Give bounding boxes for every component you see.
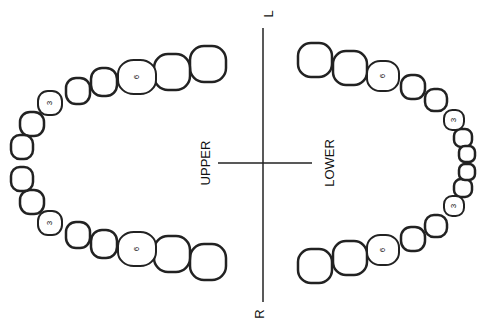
tooth-number: 6 xyxy=(133,247,141,251)
numbered-tooth: 3 xyxy=(443,195,465,217)
tooth-number: 6 xyxy=(133,75,141,79)
side-label: L xyxy=(262,10,275,17)
numbered-tooth: 6 xyxy=(117,59,157,95)
numbered-tooth: 6 xyxy=(366,60,400,92)
arch-label: UPPER xyxy=(199,141,212,186)
tooth-number: 3 xyxy=(450,204,458,208)
numbered-tooth: 3 xyxy=(443,109,465,131)
numbered-tooth: 3 xyxy=(37,90,63,116)
arch-label: LOWER xyxy=(323,139,336,187)
tooth-number: 3 xyxy=(46,221,54,225)
side-label: R xyxy=(253,309,266,318)
tooth-number: 3 xyxy=(450,118,458,122)
numbered-tooth: 6 xyxy=(366,234,400,266)
tooth-number: 6 xyxy=(379,74,387,78)
tooth-number: 3 xyxy=(46,101,54,105)
numbered-tooth: 6 xyxy=(117,231,157,267)
tooth-number: 6 xyxy=(379,248,387,252)
numbered-tooth: 3 xyxy=(37,210,63,236)
